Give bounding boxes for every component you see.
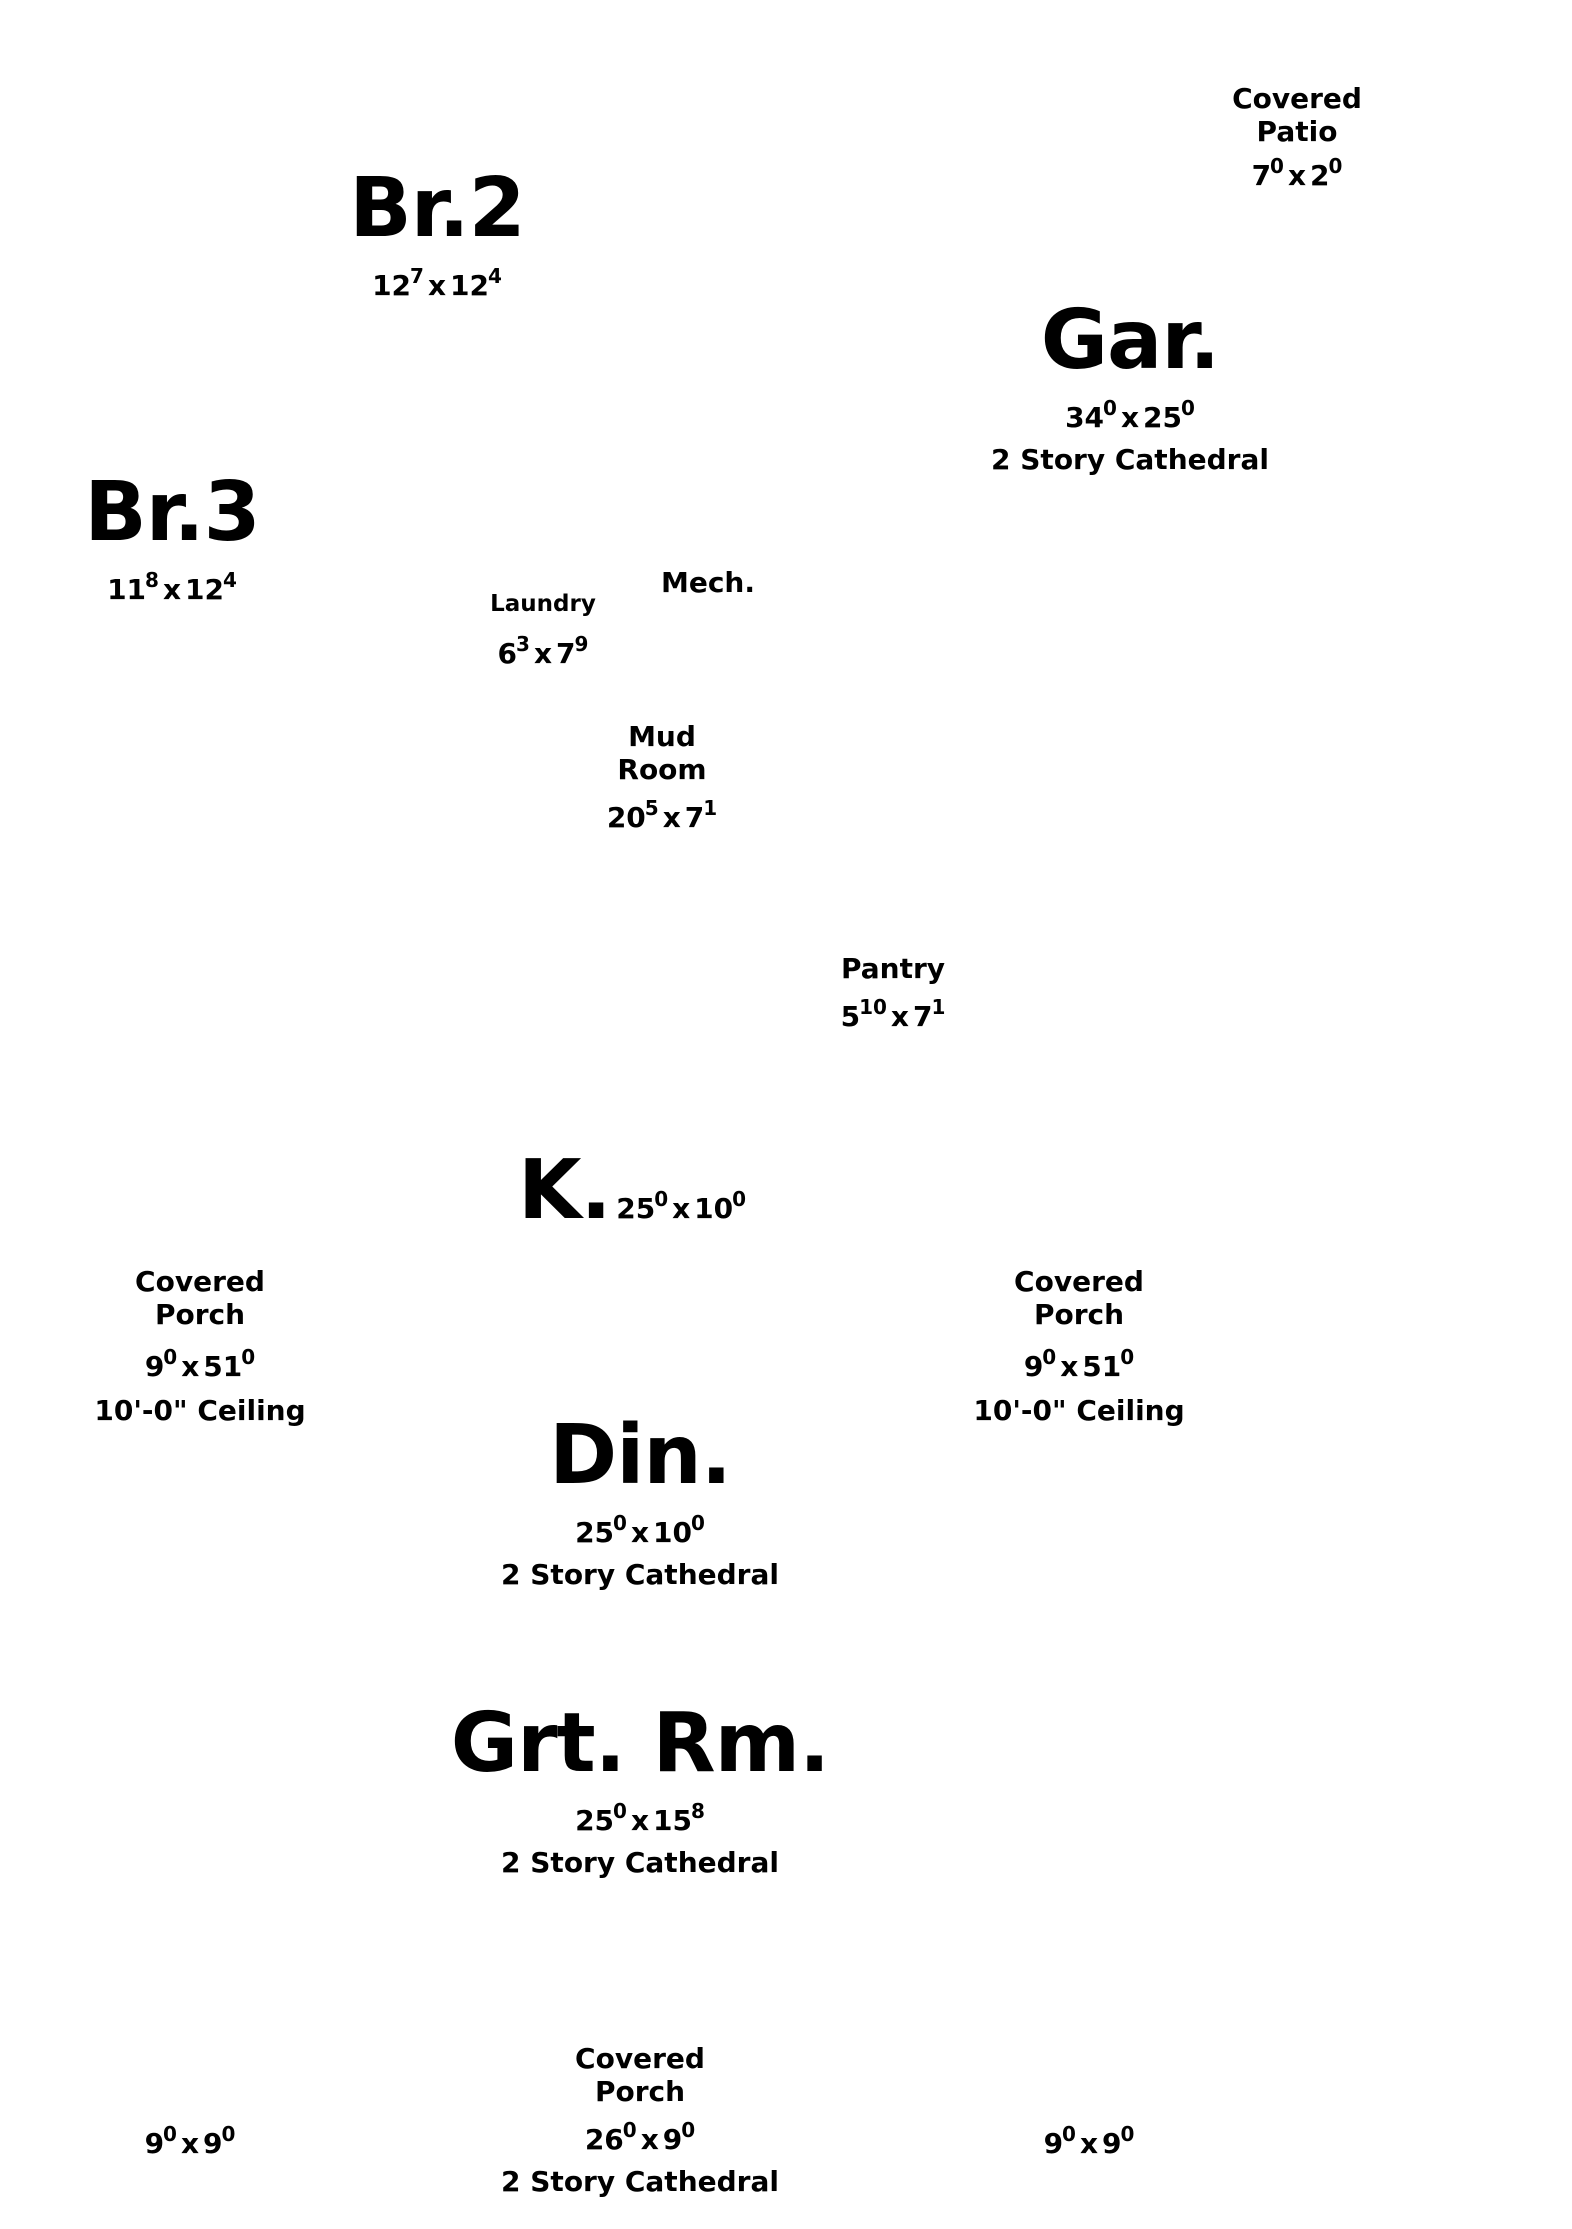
room-name-line: Porch <box>594 2075 686 2108</box>
room-name-line: Porch <box>1033 1298 1125 1331</box>
room-name-line: Covered <box>1014 1265 1144 1298</box>
room-mechanical: Mech. <box>661 566 755 599</box>
room-name: Gar. <box>1040 293 1221 388</box>
room-note: 2 Story Cathedral <box>501 1846 779 1879</box>
room-note: 2 Story Cathedral <box>501 1558 779 1591</box>
room-name: Br.2 <box>349 161 525 256</box>
room-name-line: Covered <box>135 1265 265 1298</box>
room-name-line: Porch <box>154 1298 246 1331</box>
room-note: 2 Story Cathedral <box>501 2165 779 2198</box>
room-name: Mech. <box>660 566 756 599</box>
room-name-line: Room <box>617 753 707 786</box>
room-name: K. <box>517 1143 612 1238</box>
room-name: Pantry <box>840 952 946 985</box>
room-name-line: Patio <box>1256 115 1338 148</box>
room-name: Din. <box>549 1408 732 1503</box>
room-note: 2 Story Cathedral <box>991 443 1269 476</box>
room-name: Br.3 <box>84 465 260 560</box>
room-name: Laundry <box>490 591 596 617</box>
room-name-line: Mud <box>628 720 696 753</box>
room-note: 10'-0" Ceiling <box>94 1394 306 1427</box>
room-name-line: Covered <box>575 2042 705 2075</box>
room-note: 10'-0" Ceiling <box>973 1394 1185 1427</box>
room-name: Grt. Rm. <box>450 1696 830 1791</box>
room-name-line: Covered <box>1232 82 1362 115</box>
